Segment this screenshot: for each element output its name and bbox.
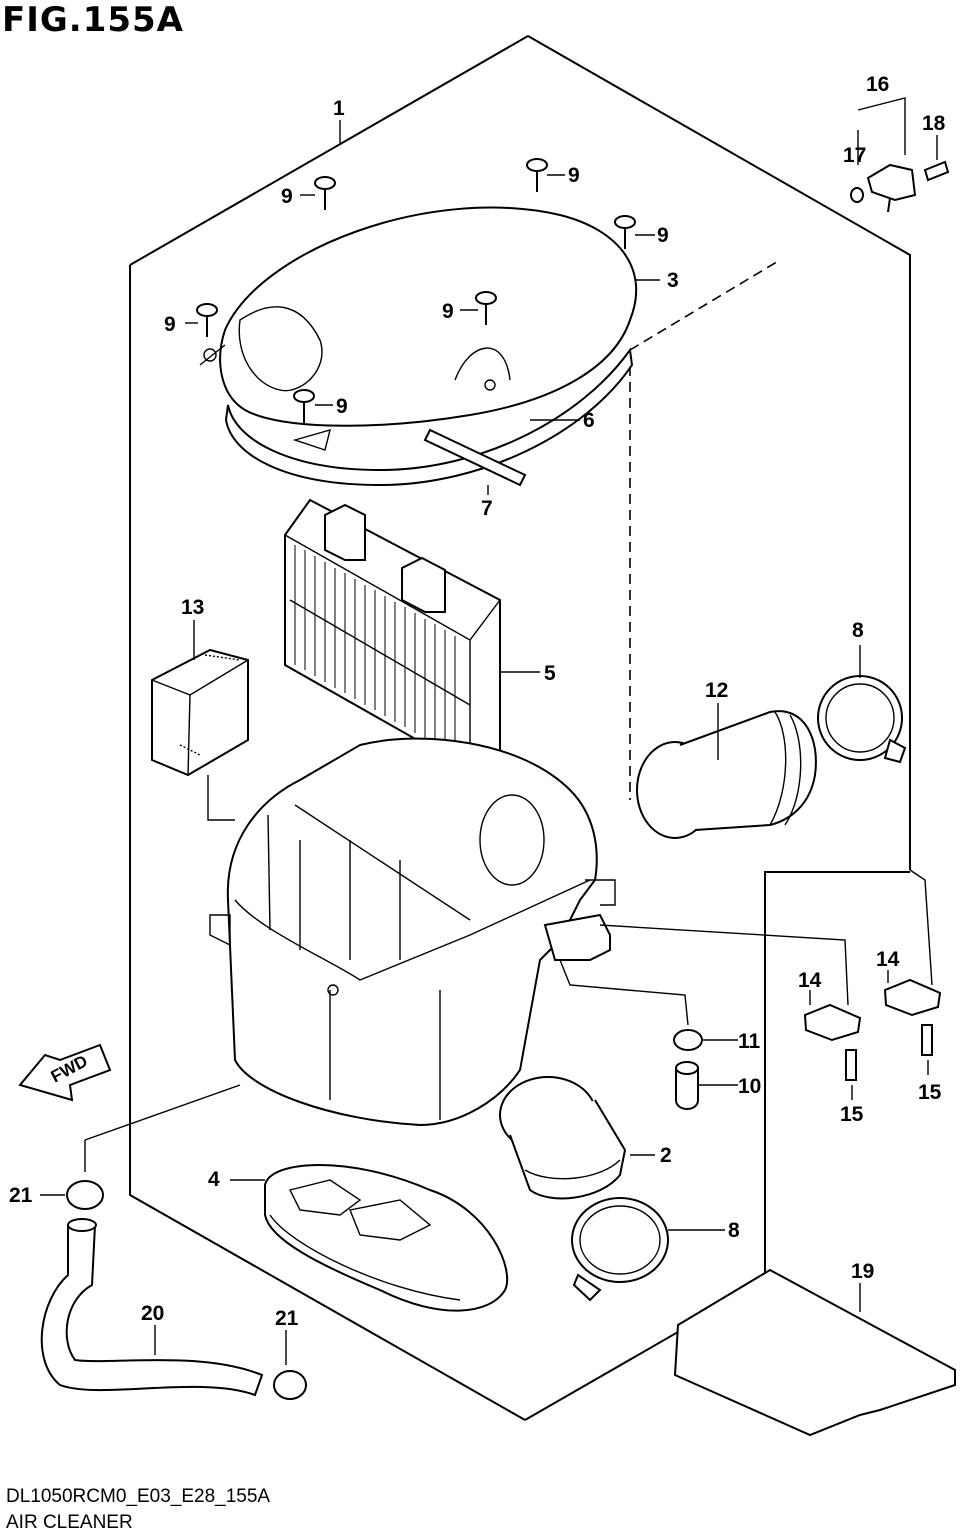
leader-lines — [40, 97, 938, 1365]
screw-9-f — [293, 389, 315, 423]
part-1-housing — [209, 737, 598, 1127]
part-21-clamp-lower — [273, 1370, 307, 1400]
screw-9-c — [614, 215, 636, 249]
part-21-clamp-upper — [66, 1180, 104, 1210]
callout-15-right: 15 — [918, 1081, 942, 1104]
filter-pleats — [294, 545, 456, 756]
callout-19: 19 — [851, 1260, 874, 1283]
callout-11: 11 — [738, 1030, 761, 1053]
part-19-pad — [673, 1268, 956, 1437]
part-4-duct — [264, 1164, 509, 1312]
part-20-hose — [40, 1218, 264, 1397]
callout-21-lower: 21 — [275, 1307, 299, 1330]
part-2-intake-boot — [499, 1076, 627, 1200]
part-8-clamp-lower — [571, 1197, 669, 1302]
part-5-filter-element — [284, 498, 501, 772]
part-13-sponge — [151, 648, 249, 777]
callout-21-upper: 21 — [9, 1184, 33, 1207]
part-15-bolt-right — [921, 1024, 933, 1056]
callout-13: 13 — [181, 596, 204, 619]
callout-5: 5 — [544, 662, 556, 685]
callout-10: 10 — [738, 1075, 761, 1098]
callout-14-left: 14 — [798, 969, 822, 992]
part-14-bracket-left — [803, 1003, 862, 1042]
part-3-cover-top — [199, 206, 638, 427]
callout-16: 16 — [866, 73, 889, 96]
part-17-o-ring — [850, 187, 864, 203]
callout-15-left: 15 — [840, 1103, 864, 1126]
callout-9-c: 9 — [657, 224, 669, 247]
callout-4: 4 — [208, 1168, 220, 1191]
callout-9-d: 9 — [164, 313, 176, 336]
callout-18: 18 — [922, 112, 946, 135]
screw-9-b — [526, 158, 548, 192]
callout-9-b: 9 — [568, 164, 580, 187]
callout-8-upper: 8 — [852, 619, 864, 642]
part-12-funnel-tube — [636, 710, 817, 839]
callout-3: 3 — [667, 269, 679, 292]
callout-8-lower: 8 — [728, 1219, 740, 1242]
part-16-sensor — [866, 163, 917, 213]
part-14-bracket-right — [883, 978, 942, 1017]
callout-1: 1 — [333, 97, 345, 120]
fwd-arrow: FWD — [18, 1043, 112, 1102]
callout-20: 20 — [141, 1302, 164, 1325]
figure-name: AIR CLEANER — [6, 1512, 133, 1533]
assembly-frame — [84, 34, 911, 1421]
screw-9-e — [475, 291, 497, 325]
callout-labels: 1 2 3 4 5 6 7 8 8 9 9 9 9 9 9 10 11 12 1… — [9, 73, 946, 1330]
figure-title: FIG.155A — [2, 0, 184, 40]
callout-9-e: 9 — [442, 300, 454, 323]
part-11-clip — [673, 1029, 703, 1051]
callout-14-right: 14 — [876, 948, 900, 971]
callout-9-f: 9 — [336, 395, 348, 418]
callout-7: 7 — [481, 497, 493, 520]
part-8-clamp-upper — [817, 675, 907, 764]
callout-12: 12 — [705, 679, 728, 702]
part-6-gasket — [224, 347, 634, 487]
screw-9-d — [196, 303, 218, 337]
part-18-bolt — [923, 160, 950, 182]
part-9-screws — [196, 158, 636, 423]
housing-bracket — [543, 879, 616, 961]
callout-2: 2 — [660, 1144, 672, 1167]
callout-17: 17 — [843, 144, 866, 167]
part-10-cap — [675, 1061, 699, 1110]
callout-9-a: 9 — [281, 185, 293, 208]
part-15-bolt-left — [845, 1049, 857, 1081]
callout-6: 6 — [583, 409, 595, 432]
figure-code: DL1050RCM0_E03_E28_155A — [6, 1486, 271, 1507]
screw-9-a — [314, 176, 336, 210]
part-7-strip — [423, 428, 527, 487]
